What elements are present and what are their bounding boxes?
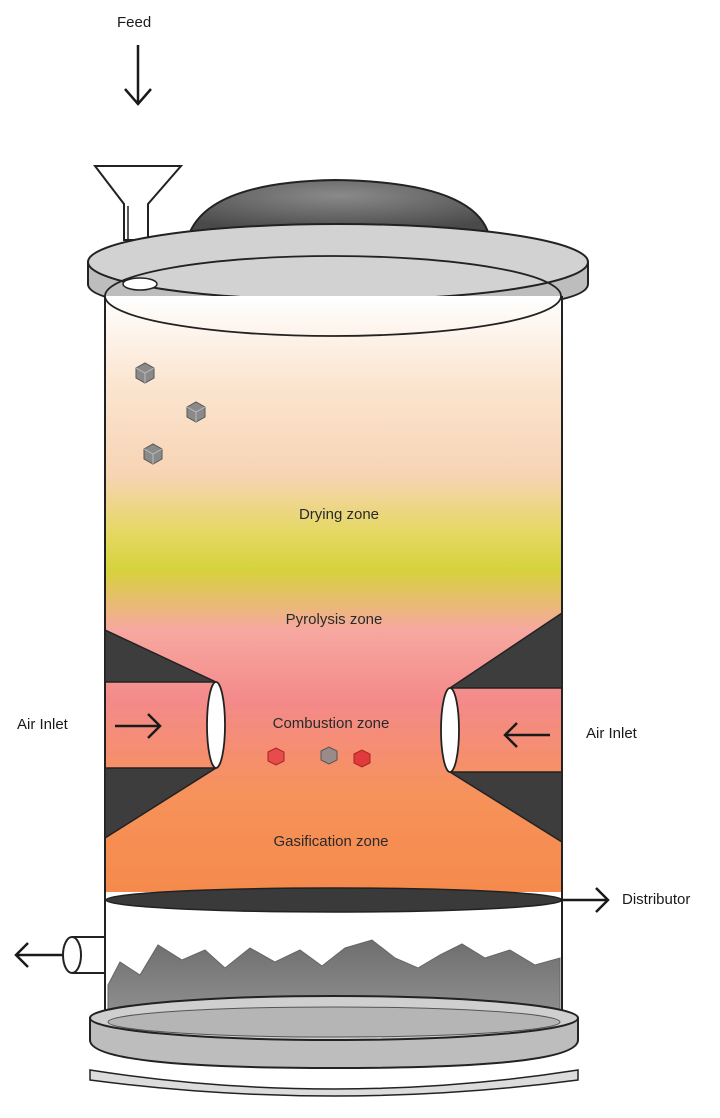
air-inlet-left-arrow xyxy=(115,713,162,739)
outlet-pipe xyxy=(62,936,106,974)
feed-label: Feed xyxy=(117,14,152,31)
feed-arrow xyxy=(124,45,152,106)
distributor-label: Distributor xyxy=(622,891,691,908)
feed-hopper xyxy=(92,165,184,241)
throat-constriction xyxy=(104,611,563,844)
vessel-body xyxy=(104,255,563,1035)
outlet-arrow xyxy=(14,942,62,968)
distributor-plate xyxy=(105,887,563,913)
gasification-zone-label: Gasification zone xyxy=(273,833,389,850)
air-inlet-left-label: Air Inlet xyxy=(17,716,68,733)
air-inlet-right-label: Air Inlet xyxy=(586,725,637,742)
air-inlet-right-arrow xyxy=(503,722,550,748)
bottom-rim xyxy=(89,995,579,1097)
feed-particles xyxy=(135,362,371,768)
pyrolysis-zone-label: Pyrolysis zone xyxy=(285,611,383,628)
combustion-zone-label: Combustion zone xyxy=(272,715,390,732)
drying-zone-label: Drying zone xyxy=(298,506,380,523)
dome-lid xyxy=(188,178,490,233)
distributor-arrow xyxy=(560,887,610,913)
